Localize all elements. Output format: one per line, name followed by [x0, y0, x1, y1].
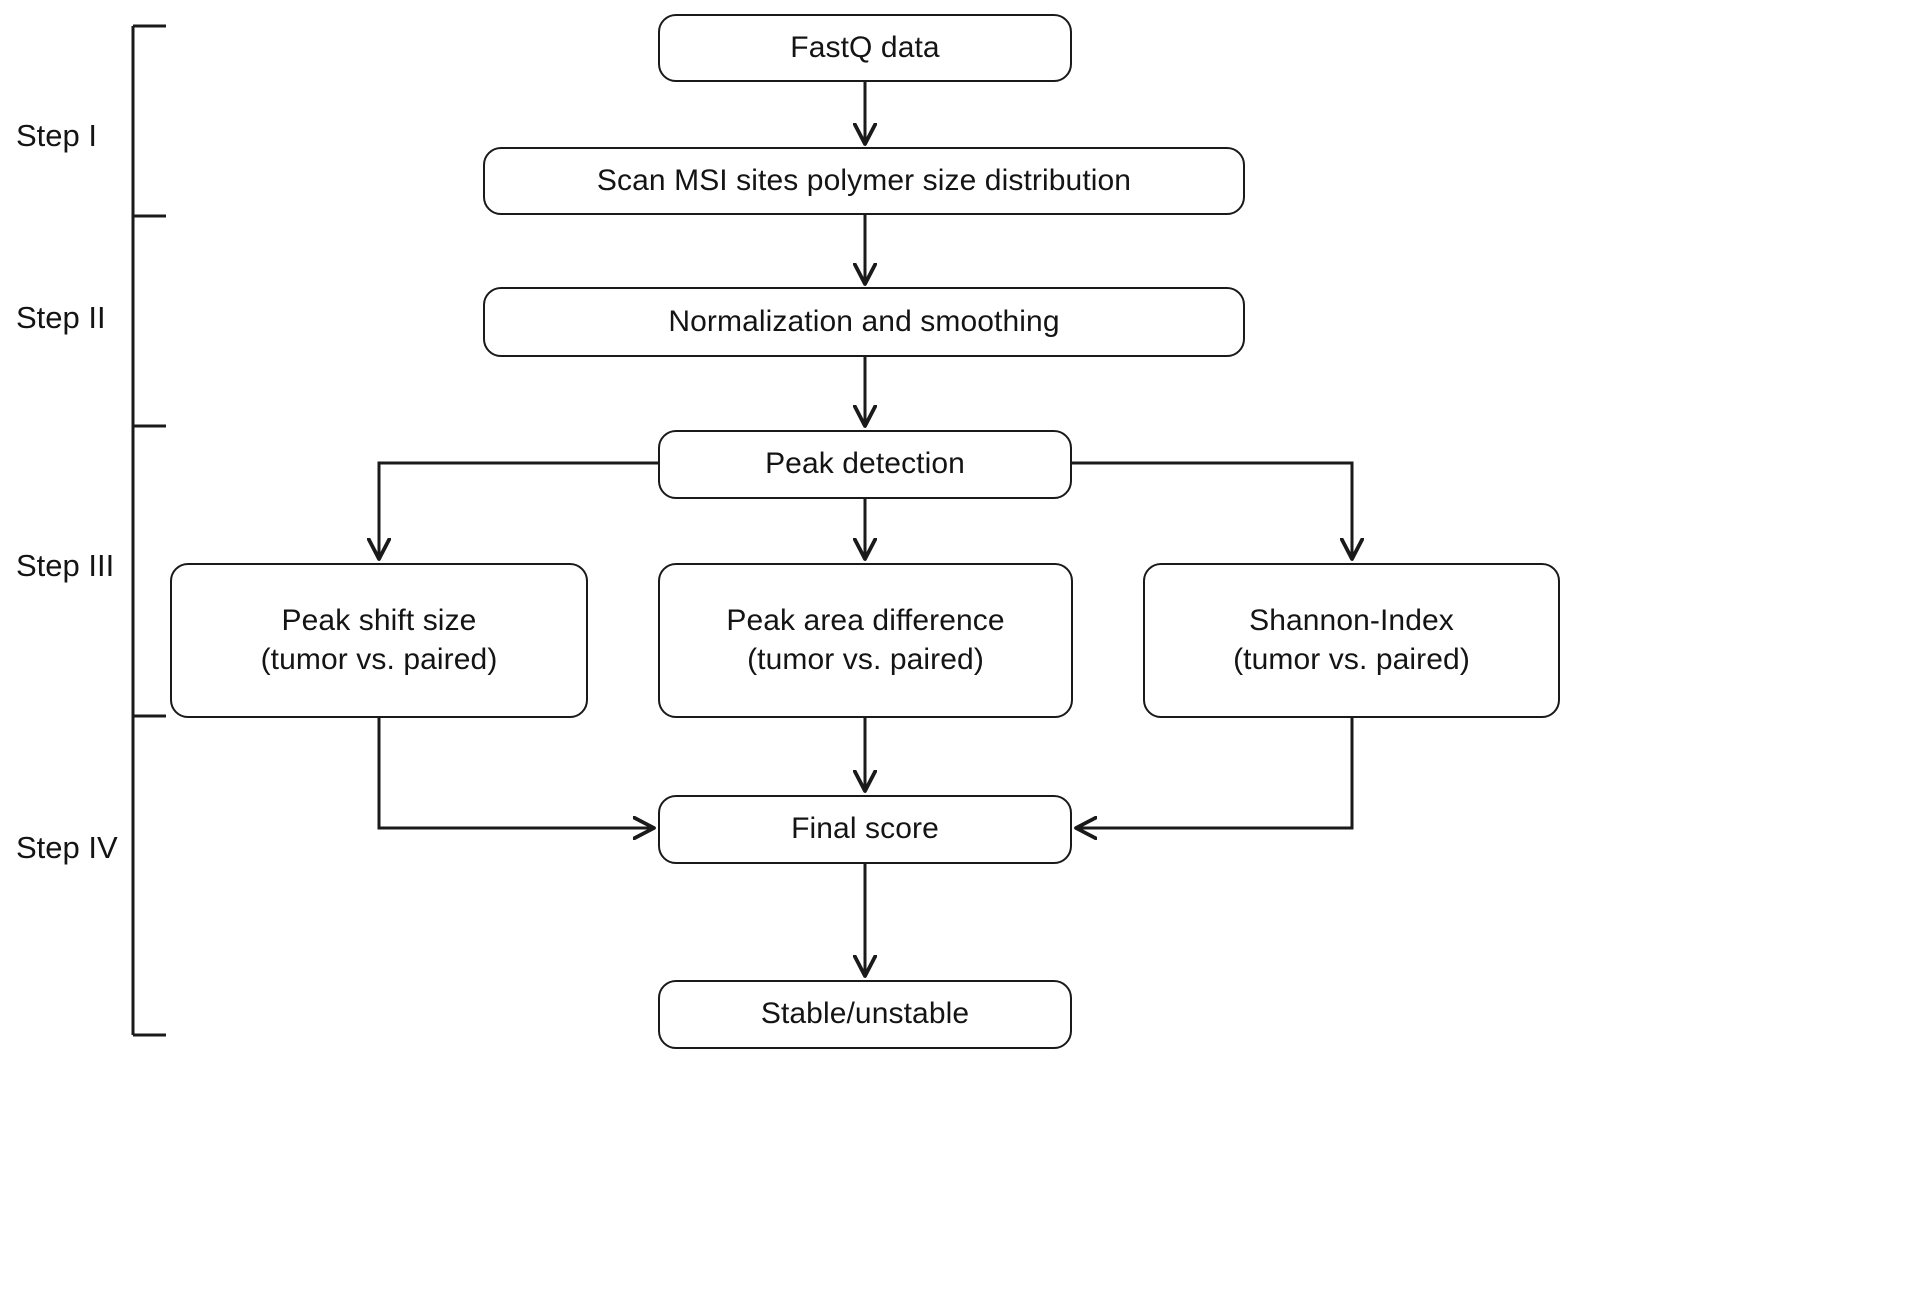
node-final-score[interactable]: Final score: [658, 795, 1072, 864]
node-peak-detection-label: Peak detection: [765, 447, 965, 481]
node-peak-area-difference-sublabel: (tumor vs. paired): [747, 642, 984, 676]
node-peak-shift-size-sublabel: (tumor vs. paired): [260, 642, 498, 676]
step-label-1: Step I: [16, 118, 97, 153]
node-peak-area-difference-label: Peak area difference: [726, 604, 1005, 638]
node-shannon-index-sublabel: (tumor vs. paired): [1233, 642, 1470, 676]
node-normalization-smoothing[interactable]: Normalization and smoothing: [483, 287, 1245, 357]
node-peak-shift-size[interactable]: Peak shift size (tumor vs. paired): [170, 563, 588, 718]
node-normalization-smoothing-label: Normalization and smoothing: [668, 304, 1060, 338]
node-peak-detection[interactable]: Peak detection: [658, 430, 1072, 499]
node-shannon-index-label: Shannon-Index: [1249, 604, 1454, 638]
node-scan-msi-sites[interactable]: Scan MSI sites polymer size distribution: [483, 147, 1245, 215]
node-fastq-data[interactable]: FastQ data: [658, 14, 1072, 82]
node-peak-area-difference[interactable]: Peak area difference (tumor vs. paired): [658, 563, 1073, 718]
edge-peak-to-shannon: [1072, 461, 1352, 557]
node-fastq-data-label: FastQ data: [790, 30, 940, 64]
node-scan-msi-sites-label: Scan MSI sites polymer size distribution: [596, 163, 1132, 197]
edge-shift-to-final: [377, 718, 652, 828]
edge-shannon-to-final: [1078, 718, 1354, 828]
node-stable-unstable[interactable]: Stable/unstable: [658, 980, 1072, 1049]
node-final-score-label: Final score: [791, 812, 939, 846]
step-bracket: [131, 24, 166, 1037]
step-label-4: Step IV: [16, 830, 118, 865]
step-label-2: Step II: [16, 300, 106, 335]
node-peak-shift-size-label: Peak shift size: [281, 604, 477, 638]
edge-peak-to-shift: [379, 461, 658, 557]
step-label-3: Step III: [16, 548, 115, 583]
node-shannon-index[interactable]: Shannon-Index (tumor vs. paired): [1143, 563, 1560, 718]
node-stable-unstable-label: Stable/unstable: [760, 997, 970, 1031]
